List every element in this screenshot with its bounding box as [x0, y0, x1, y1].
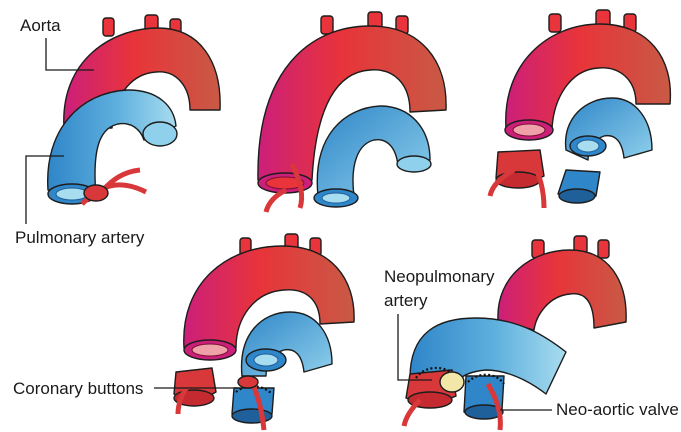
pulmonary-artery-vessel: [242, 312, 332, 376]
pulmonary-artery-label: Pulmonary artery: [15, 228, 145, 247]
pulmonary-root-stump: [558, 170, 600, 203]
aorta-vessel: [498, 236, 626, 330]
neo-aortic-root: [404, 368, 504, 430]
neo-aortic-valve-label: Neo-aortic valve: [556, 400, 679, 419]
neo-aortic-root: [232, 376, 274, 430]
aortic-root-stump: [174, 368, 216, 414]
aortic-root-stump: [490, 150, 544, 208]
panel-2-great-arteries: [258, 12, 446, 212]
neopulmonary-artery-label-line2: artery: [384, 291, 428, 310]
label-neo-aortic-valve: Neo-aortic valve: [500, 400, 679, 419]
panel-3-transection: [490, 10, 670, 208]
panel-1-normal-anatomy: [48, 15, 220, 204]
aorta-label: Aorta: [20, 16, 61, 35]
pulmonary-artery-vessel: [314, 106, 431, 207]
neopulmonary-artery-label-line1: Neopulmonary: [384, 267, 495, 286]
patch: [440, 372, 464, 392]
pulmonary-artery-vessel: [566, 98, 652, 160]
coronary-buttons-label: Coronary buttons: [13, 379, 143, 398]
panel-4-coronary-buttons: [174, 234, 354, 430]
